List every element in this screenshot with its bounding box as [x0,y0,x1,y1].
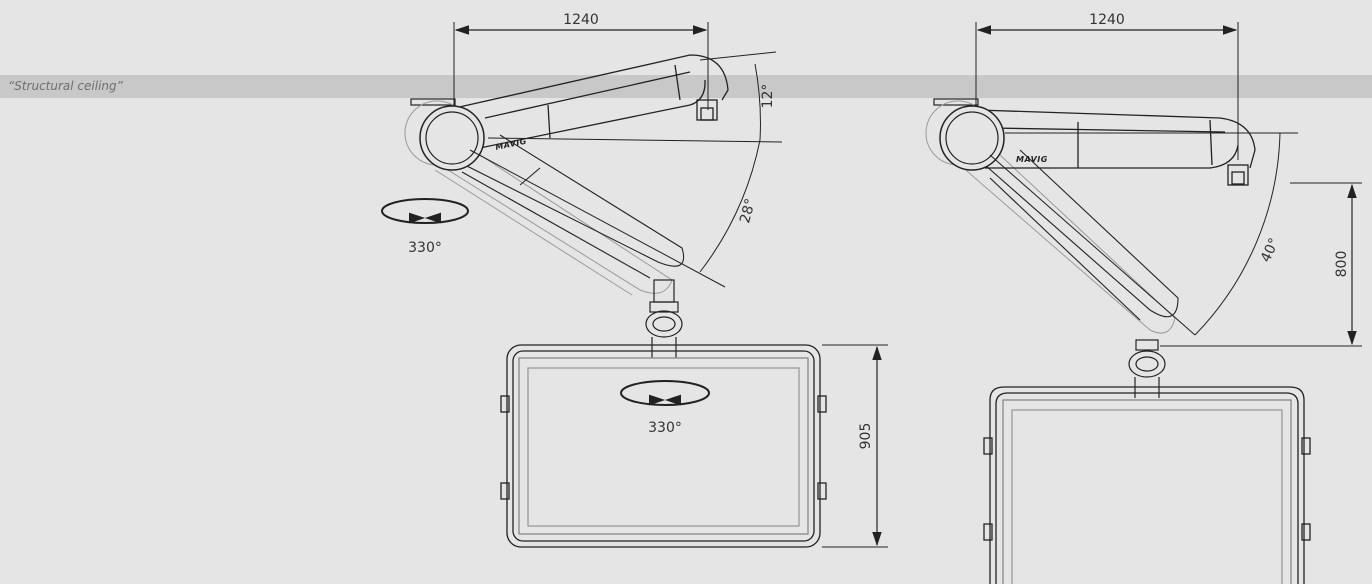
right-wrist-joint [1128,339,1166,398]
right-view: 1240 MAVIG [925,12,1362,584]
left-lower-angle-label: 28° [737,197,759,225]
left-arm-rotation-label: 330° [408,240,442,256]
right-ceiling-mount [933,98,979,106]
left-screen-height-label: 905 [858,423,874,450]
right-angle-label: 40° [1258,236,1283,265]
right-brand-logo: MAVIG [1016,155,1048,164]
left-monitor [500,344,827,548]
right-upper-arm: MAVIG [977,109,1256,186]
left-view: 1240 MAVIG [381,12,888,548]
left-screen-rotation-icon [620,380,710,406]
right-drop-dimension: 800 [1160,182,1362,347]
right-monitor [983,386,1311,584]
right-reach-dimension: 1240 [975,12,1239,160]
left-reach-dimension: 1240 [453,12,709,110]
structural-ceiling-label: “Structural ceiling” [8,79,123,93]
right-drop-label: 800 [1334,251,1350,278]
left-upper-arm: MAVIG [454,54,729,152]
left-ceiling-mount [410,98,456,106]
left-arm-rotation-icon [381,198,469,224]
left-upper-angle-label: 12° [760,84,776,109]
structural-ceiling-band [0,75,1372,98]
left-screen-rotation-label: 330° [648,420,682,436]
right-angle-guides [989,132,1298,336]
right-reach-label: 1240 [1089,12,1125,28]
left-angle-guides [469,51,783,288]
left-shoulder-joint [419,105,485,171]
left-lower-arm [454,134,685,279]
left-wrist-joint [645,279,683,358]
left-reach-label: 1240 [563,12,599,28]
right-shoulder-joint [939,105,1005,171]
right-lower-arm [984,149,1179,321]
left-screen-height-dimension: 905 [822,344,888,548]
